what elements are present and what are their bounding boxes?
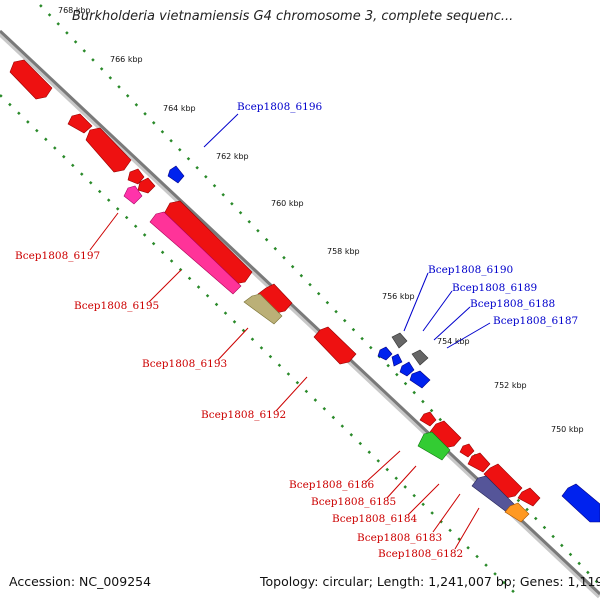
accession-text: Accession: NC_009254	[9, 574, 152, 589]
map-title: Burkholderia vietnamiensis G4 chromosome…	[72, 9, 514, 24]
gene-arrow	[409, 370, 431, 389]
gene-label-reverse[interactable]: Bcep1808_6192	[201, 409, 286, 421]
gene-block	[149, 211, 242, 295]
gene-arrow	[517, 487, 541, 507]
forward-gene-labels: Bcep1808_6196 Bcep1808_6190 Bcep1808_618…	[237, 101, 578, 327]
kbp-label: 768 kbp	[58, 6, 91, 15]
callout-line	[217, 327, 249, 361]
kbp-label: 766 kbp	[110, 55, 143, 64]
gene-arrow	[429, 420, 462, 449]
gene-arrow	[377, 346, 393, 361]
gene-block	[123, 185, 143, 205]
gene-label-forward[interactable]: Bcep1808_6189	[452, 282, 537, 294]
gene-label-forward[interactable]: Bcep1808_6188	[470, 298, 555, 310]
reverse-gene-labels: Bcep1808_6197 Bcep1808_6195 Bcep1808_619…	[15, 250, 463, 560]
callout-line	[433, 306, 471, 341]
gene-arrow	[257, 283, 293, 314]
forward-callouts	[203, 113, 491, 349]
callout-line	[365, 450, 401, 483]
reverse-genes	[9, 59, 541, 523]
gene-arrow	[399, 361, 415, 377]
kbp-label: 756 kbp	[382, 292, 415, 301]
gene-block	[411, 349, 429, 366]
callout-line	[422, 290, 453, 332]
genome-summary-text: Topology: circular; Length: 1,241,007 bp…	[260, 574, 600, 589]
gene-arrow	[467, 452, 491, 473]
gene-arrow	[313, 326, 357, 365]
callout-line	[148, 269, 182, 303]
kbp-label: 752 kbp	[494, 381, 527, 390]
callout-line	[432, 493, 461, 533]
gene-arrow	[167, 165, 185, 184]
callout-line	[403, 272, 429, 332]
inner-scale-track	[0, 94, 521, 599]
kbp-label: 758 kbp	[327, 247, 360, 256]
gene-label-reverse[interactable]: Bcep1808_6193	[142, 358, 227, 370]
gene-arrow	[9, 59, 53, 100]
kbp-label: 754 kbp	[437, 337, 470, 346]
gene-block	[561, 483, 600, 523]
gene-label-reverse[interactable]: Bcep1808_6183	[357, 532, 442, 544]
gene-arrow	[459, 443, 475, 458]
kbp-label: 760 kbp	[271, 199, 304, 208]
callout-line	[386, 465, 417, 499]
kbp-label: 764 kbp	[163, 104, 196, 113]
gene-label-reverse[interactable]: Bcep1808_6182	[378, 548, 463, 560]
callout-line	[275, 376, 308, 412]
gene-label-forward[interactable]: Bcep1808_6196	[237, 101, 323, 113]
scale-labels: 768 kbp 766 kbp 764 kbp 762 kbp 760 kbp …	[58, 6, 584, 434]
gene-arrow	[137, 177, 156, 194]
kbp-label: 750 kbp	[551, 425, 584, 434]
forward-genes	[167, 165, 600, 523]
gene-label-reverse[interactable]: Bcep1808_6195	[74, 300, 159, 312]
callout-line	[407, 483, 440, 516]
callout-line	[203, 113, 239, 148]
kbp-label: 762 kbp	[216, 152, 249, 161]
callout-line	[89, 212, 119, 251]
gene-arrow	[419, 411, 437, 427]
gene-block	[504, 502, 530, 523]
gene-label-reverse[interactable]: Bcep1808_6185	[311, 496, 396, 508]
gene-arrow	[85, 127, 132, 173]
reverse-callouts	[89, 212, 480, 550]
callout-line	[446, 322, 491, 349]
gene-label-forward[interactable]: Bcep1808_6187	[493, 315, 578, 327]
gene-label-reverse[interactable]: Bcep1808_6186	[289, 479, 375, 491]
gene-label-reverse[interactable]: Bcep1808_6184	[332, 513, 418, 525]
gene-block	[243, 293, 283, 325]
gene-label-reverse[interactable]: Bcep1808_6197	[15, 250, 100, 262]
gene-arrow	[391, 353, 403, 367]
gene-arrow	[483, 463, 523, 499]
gene-arrow	[127, 168, 145, 185]
gene-label-forward[interactable]: Bcep1808_6190	[428, 264, 513, 276]
callout-line	[454, 507, 480, 550]
gene-block	[391, 332, 408, 349]
gene-arrow	[67, 113, 93, 134]
gene-block	[417, 431, 451, 461]
